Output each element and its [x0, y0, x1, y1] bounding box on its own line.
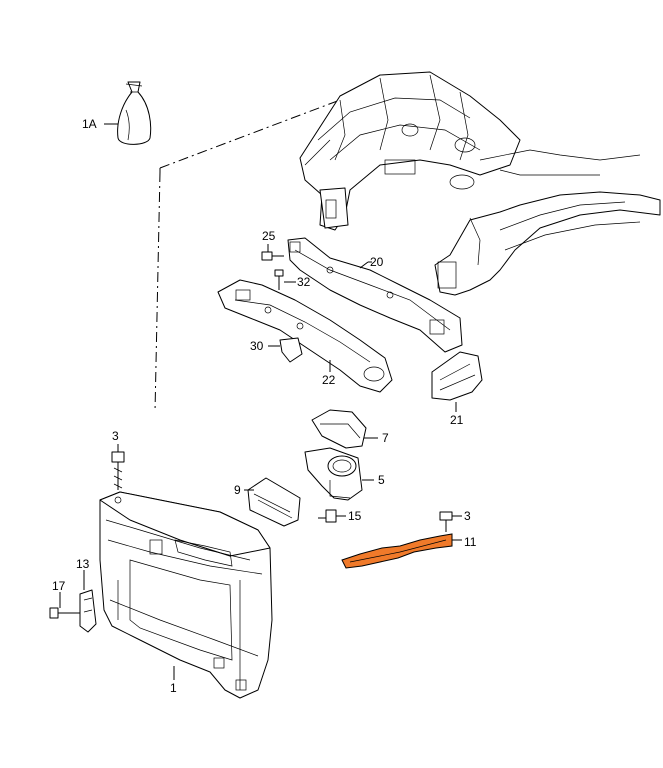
callout-25: 25	[262, 229, 276, 243]
callout-17: 17	[52, 579, 66, 593]
part-7-duct-cover[interactable]	[311, 409, 378, 449]
body-structure-upper	[299, 71, 641, 231]
callout-20: 20	[370, 255, 384, 269]
part-3-bolt-right[interactable]	[439, 511, 462, 532]
part-17-bolt[interactable]	[49, 592, 80, 619]
callout-1: 1	[170, 681, 177, 695]
part-1a-bag[interactable]	[104, 81, 152, 145]
callout-21: 21	[450, 413, 464, 427]
part-5-intake-housing[interactable]	[304, 447, 374, 501]
callout-3-right: 3	[464, 509, 471, 523]
callout-3-left: 3	[112, 429, 119, 443]
callout-9: 9	[234, 483, 241, 497]
callout-30: 30	[250, 339, 264, 353]
part-11-bracket-highlight[interactable]	[341, 533, 462, 569]
body-structure-right	[434, 191, 661, 296]
part-13-bracket[interactable]	[79, 570, 97, 633]
part-30-bracket[interactable]	[268, 337, 303, 363]
callout-22: 22	[322, 373, 336, 387]
part-3-bolt-left[interactable]	[111, 444, 125, 490]
part-22-cross-member[interactable]	[217, 279, 393, 393]
part-15-screw[interactable]	[318, 509, 346, 523]
part-21-bracket[interactable]	[431, 351, 483, 412]
callout-13: 13	[76, 557, 90, 571]
callout-5: 5	[378, 473, 385, 487]
callout-32: 32	[297, 275, 311, 289]
callout-15: 15	[348, 509, 362, 523]
part-9-air-duct[interactable]	[244, 477, 301, 527]
part-32-screw[interactable]	[274, 269, 296, 290]
part-1-front-carrier[interactable]	[99, 491, 273, 699]
callout-1a: 1A	[82, 117, 97, 131]
callout-7: 7	[382, 431, 389, 445]
callout-11: 11	[464, 535, 477, 549]
part-20-cross-member[interactable]	[287, 237, 463, 353]
dash-dot-leader	[154, 99, 341, 413]
part-25-bolt[interactable]	[261, 244, 284, 261]
